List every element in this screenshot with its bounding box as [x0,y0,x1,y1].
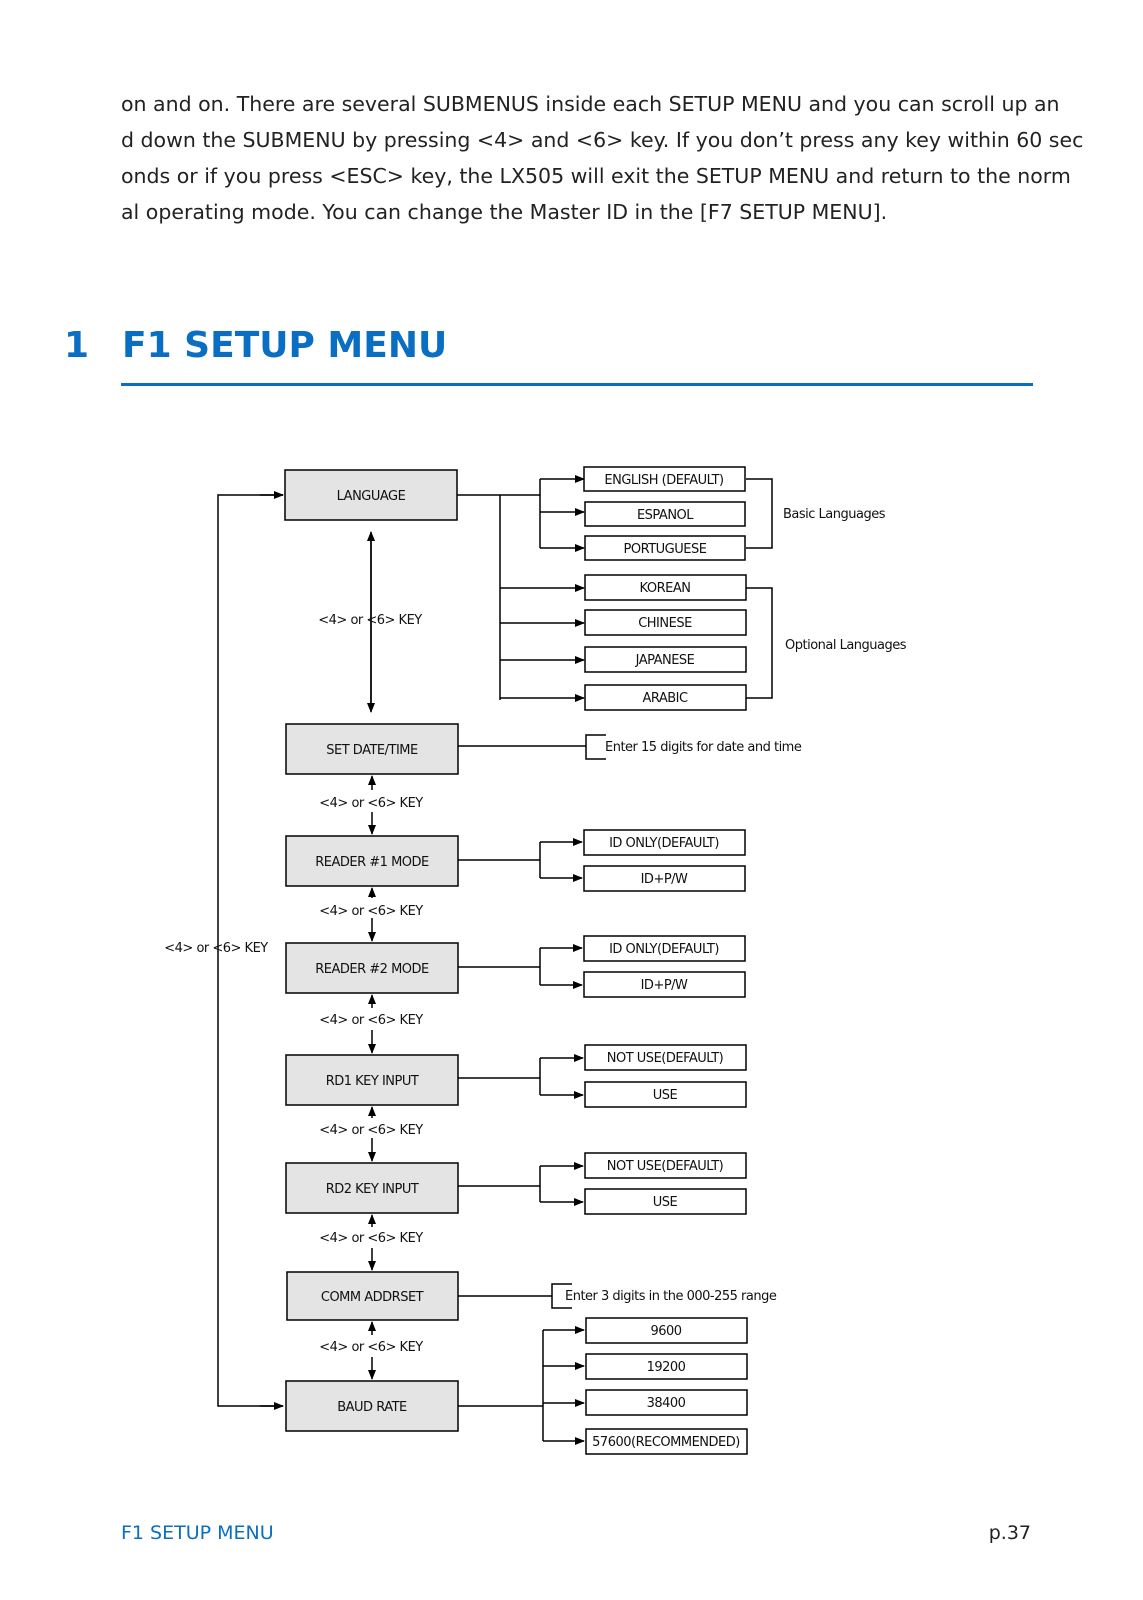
language-connectors [457,475,773,702]
option-box-japanese: JAPANESE [584,646,747,673]
svg-text:9600: 9600 [650,1324,681,1339]
svg-text:NOT USE(DEFAULT): NOT USE(DEFAULT) [607,1051,723,1066]
key-label: <4> or <6> KEY [319,1123,423,1138]
key-label: <4> or <6> KEY [319,1013,423,1028]
option-box-reader2-id-pw: ID+P/W [583,971,746,998]
option-box-reader1-id-only: ID ONLY(DEFAULT) [583,829,746,856]
option-box-rd2-not-use: NOT USE(DEFAULT) [584,1152,747,1179]
svg-text:NOT USE(DEFAULT): NOT USE(DEFAULT) [607,1159,723,1174]
svg-text:KOREAN: KOREAN [640,581,691,596]
menu-box-rd2-key-input: RD2 KEY INPUT [285,1162,459,1214]
intro-line: onds or if you press <ESC> key, the LX50… [121,164,1071,188]
reader2-connectors [458,944,583,989]
menu-box-language: LANGUAGE [284,469,458,521]
menu-label: READER #2 MODE [315,962,429,977]
option-box-english: ENGLISH (DEFAULT) [583,466,746,492]
svg-text:57600(RECOMMENDED): 57600(RECOMMENDED) [592,1435,740,1450]
menu-label: COMM ADDRSET [321,1290,424,1305]
option-box-reader1-id-pw: ID+P/W [583,865,746,892]
svg-text:ID+P/W: ID+P/W [641,978,688,993]
svg-text:USE: USE [653,1088,678,1103]
menu-box-rd1-key-input: RD1 KEY INPUT [285,1054,459,1106]
option-box-reader2-id-only: ID ONLY(DEFAULT) [583,935,746,962]
svg-text:ARABIC: ARABIC [642,691,688,706]
svg-text:ENGLISH (DEFAULT): ENGLISH (DEFAULT) [604,473,723,488]
intro-paragraph: on and on. There are several SUBMENUS in… [121,86,1084,230]
svg-text:ID+P/W: ID+P/W [641,872,688,887]
footer-page-number: p.37 [988,1522,1031,1544]
svg-text:38400: 38400 [647,1396,686,1411]
menu-box-reader2-mode: READER #2 MODE [285,942,459,994]
optional-languages-label: Optional Languages [785,638,907,653]
svg-text:ESPANOL: ESPANOL [637,508,694,523]
basic-languages-label: Basic Languages [783,507,886,522]
svg-text:19200: 19200 [647,1360,686,1375]
svg-text:Enter 15 digits for date and t: Enter 15 digits for date and time [605,740,802,755]
heading-rule [121,383,1033,386]
option-box-korean: KOREAN [584,574,747,601]
rd2-connectors [458,1162,584,1206]
option-box-rd1-use: USE [584,1081,747,1108]
key-label: <4> or <6> KEY [319,904,423,919]
svg-text:JAPANESE: JAPANESE [635,653,695,668]
menu-box-reader1-mode: READER #1 MODE [285,835,459,887]
menu-connectors [217,491,376,1410]
rd1-connectors [458,1054,584,1099]
comm-addrset-note: Enter 3 digits in the 000-255 range [458,1283,777,1309]
key-label: <4> or <6> KEY [319,796,423,811]
menu-label: SET DATE/TIME [326,743,418,758]
key-label: <4> or <6> KEY [164,941,268,956]
option-box-baud-38400: 38400 [585,1389,748,1416]
key-label: <4> or <6> KEY [319,1340,423,1355]
key-label: <4> or <6> KEY [319,1231,423,1246]
menu-label: READER #1 MODE [315,855,429,870]
date-time-note: Enter 15 digits for date and time [458,734,802,760]
menu-label: RD2 KEY INPUT [326,1182,419,1197]
svg-text:ID ONLY(DEFAULT): ID ONLY(DEFAULT) [609,942,719,957]
option-box-baud-57600: 57600(RECOMMENDED) [585,1428,748,1455]
baud-connectors [458,1326,585,1445]
footer-section-title: F1 SETUP MENU [121,1522,274,1544]
svg-text:ID ONLY(DEFAULT): ID ONLY(DEFAULT) [609,836,719,851]
intro-line: al operating mode. You can change the Ma… [121,200,888,224]
intro-line: on and on. There are several SUBMENUS in… [121,92,1060,116]
reader1-connectors [458,838,583,882]
option-box-baud-19200: 19200 [585,1353,748,1380]
menu-box-set-date-time: SET DATE/TIME [285,723,459,775]
key-label: <4> or <6> KEY [318,613,422,628]
svg-text:Enter 3 digits in the 000-255: Enter 3 digits in the 000-255 range [565,1289,777,1304]
option-box-arabic: ARABIC [584,684,747,711]
svg-text:CHINESE: CHINESE [638,616,692,631]
menu-label: RD1 KEY INPUT [326,1074,419,1089]
svg-text:PORTUGUESE: PORTUGUESE [624,542,707,557]
menu-label: LANGUAGE [337,489,406,504]
option-box-rd1-not-use: NOT USE(DEFAULT) [584,1044,747,1071]
menu-label: BAUD RATE [337,1400,407,1415]
option-box-espanol: ESPANOL [584,501,746,527]
svg-text:USE: USE [653,1195,678,1210]
section-title: F1 SETUP MENU [122,325,448,366]
menu-box-comm-addrset: COMM ADDRSET [286,1271,459,1321]
option-box-baud-9600: 9600 [585,1317,748,1344]
option-box-portuguese: PORTUGUESE [584,535,746,561]
section-number: 1 [64,325,90,366]
intro-line: d down the SUBMENU by pressing <4> and <… [121,128,1084,152]
menu-box-baud-rate: BAUD RATE [285,1380,459,1432]
option-box-rd2-use: USE [584,1188,747,1215]
option-box-chinese: CHINESE [584,609,747,636]
